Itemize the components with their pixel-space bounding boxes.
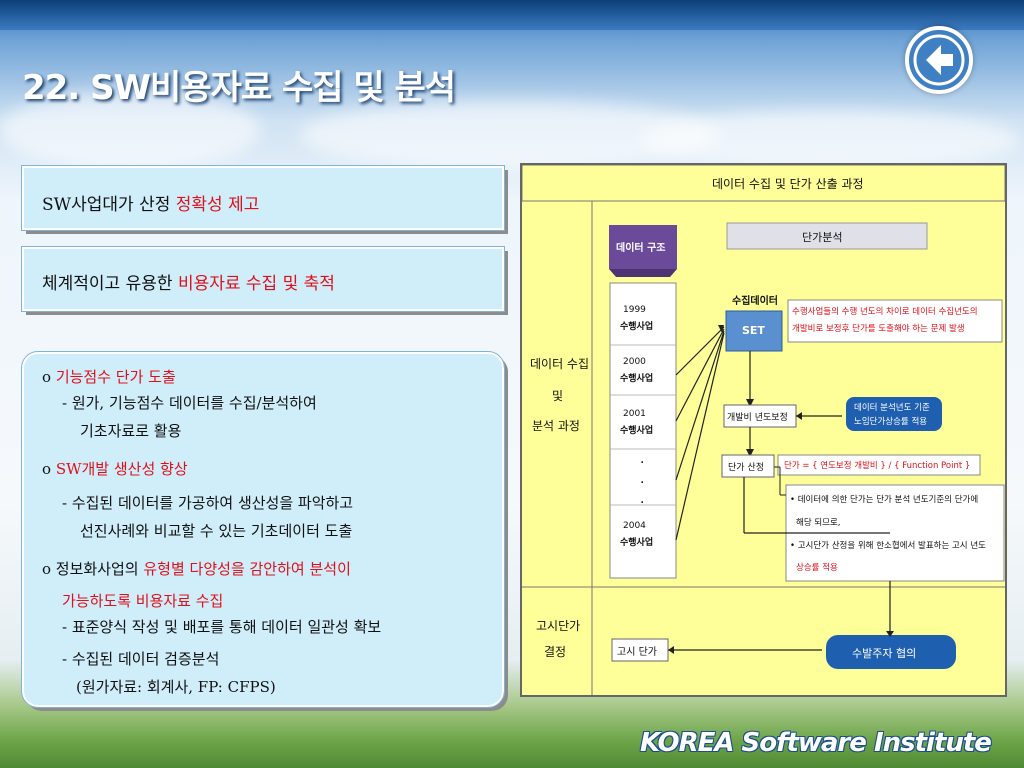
diagram-header-cell (522, 165, 1005, 202)
process-diagram: 데이터 수집 및 단가 산출 과정 데이터 수집 및 분석 과정 고시단가 결정… (520, 163, 1007, 697)
note-line: • 데이터에 의한 단가는 단가 분석 년도기준의 단가에 (790, 495, 979, 505)
bullet-detail: 선진사례와 비교할 수 있는 기초데이터 도출 (80, 522, 353, 540)
year-project-label: 수행사업 (620, 426, 654, 436)
objective-highlight: 정확성 제고 (175, 195, 260, 215)
issue-note-box (787, 299, 1003, 343)
bullet-heading: 유형별 다양성을 감안하여 분석이 (143, 560, 351, 578)
base-year-note-pill (846, 397, 942, 431)
objective-box-accuracy: SW사업대가 산정 정확성 제고 (21, 165, 505, 231)
diagram-header: 데이터 수집 및 단가 산출 과정 (712, 177, 864, 191)
top-band (0, 0, 1024, 30)
dev-cost-adjust-label: 개발비 년도보정 (727, 413, 788, 423)
row-label-line: 고시단가 (536, 619, 581, 633)
cloud-decoration (640, 110, 1020, 170)
unit-price-analysis-label: 단가분석 (802, 231, 843, 244)
row-label-line: 결정 (544, 645, 567, 659)
notice-price-label: 고시 단가 (617, 647, 657, 658)
row-label-line: 분석 과정 (532, 419, 580, 433)
consultation-pill (826, 635, 956, 669)
year-project-label: 수행사업 (620, 538, 654, 548)
bullet-detail: - 표준양식 작성 및 배포를 통해 데이터 일관성 확보 (62, 618, 382, 636)
data-structure-label: 데이터 구조 (616, 243, 666, 254)
note-line: • 고시단가 산정을 위해 한소협에서 발표하는 고시 년도 (790, 541, 986, 551)
year-column (609, 282, 677, 579)
bullet-diversity: o 정보화사업의 유형별 다양성을 감안하여 분석이 (42, 558, 351, 579)
year-project-label: 수행사업 (620, 374, 654, 384)
footer-logo: KOREA Software Institute (640, 728, 992, 758)
bullet-heading: SW개발 생산성 향상 (55, 460, 188, 478)
base-year-note-line: 데이터 분석년도 기준 (854, 403, 930, 413)
bullet-prefix: o 정보화사업의 (42, 560, 144, 578)
slide-title: 22. SW비용자료 수집 및 분석 (22, 68, 456, 108)
year-label: 2000 (623, 357, 646, 367)
bullet-heading: 기능점수 단가 도출 (55, 368, 176, 386)
unit-price-calc-box (721, 454, 775, 478)
bullet-detail: - 수집된 데이터를 가공하여 생산성을 파악하고 (62, 494, 354, 512)
objective-text: SW사업대가 산정 정확성 제고 (42, 190, 259, 215)
issue-note-line: 개발비로 보정후 단가를 도출해야 하는 문제 발생 (792, 324, 965, 334)
arrows-to-set (675, 326, 725, 541)
issue-note-line: 수행사업들의 수행 년도의 차이로 데이터 수집년도의 (792, 307, 978, 317)
year-label: 2004 (623, 521, 646, 531)
set-box (725, 310, 783, 352)
back-button[interactable] (905, 26, 973, 94)
objective-highlight: 비용자료 수집 및 축적 (177, 274, 335, 294)
ellipsis-dot: · (640, 475, 645, 491)
bullet-detail: - 수집된 데이터 검증분석 (62, 650, 220, 668)
formula-box (777, 454, 981, 476)
bullet-detail: 기초자료로 활용 (80, 422, 182, 440)
set-label: SET (742, 324, 765, 337)
cloud-decoration (0, 90, 260, 170)
bullet-detail: - 원가, 기능점수 데이터를 수집/분석하여 (62, 394, 317, 412)
objective-label: SW사업대가 산정 (42, 195, 176, 215)
year-project-label: 수행사업 (620, 322, 654, 332)
unit-price-analysis-box (726, 222, 928, 250)
bullet-heading-cont: 가능하도록 비용자료 수집 (62, 592, 224, 610)
bullet-marker: o (42, 368, 56, 386)
objective-label: 체계적이고 유용한 (42, 274, 178, 294)
ellipsis-dot: · (640, 455, 645, 471)
note-line: 상승률 적용 (796, 563, 838, 573)
note-line: 해당 되므로, (796, 518, 841, 528)
objective-text: 체계적이고 유용한 비용자료 수집 및 축적 (42, 269, 335, 294)
row-label-line: 데이터 수집 (530, 357, 590, 371)
year-label: 2001 (623, 409, 646, 419)
row-label-line: 및 (552, 389, 564, 403)
bullet-fp-unit-price: o 기능점수 단가 도출 (42, 366, 176, 387)
formula-text: 단가 = { 연도보정 개발비 } / { Function Point } (784, 461, 971, 471)
bullet-marker: o (42, 460, 56, 478)
details-box: o 기능점수 단가 도출 - 원가, 기능점수 데이터를 수집/분석하여 기초자… (21, 351, 505, 708)
base-year-note-line: 노임단가상승률 적용 (854, 417, 928, 427)
unit-price-calc-label: 단가 산정 (728, 463, 764, 473)
consultation-label: 수발주자 협의 (852, 647, 917, 660)
objective-box-collection: 체계적이고 유용한 비용자료 수집 및 축적 (21, 246, 505, 312)
arrow-left-circle-icon (913, 34, 965, 86)
bullet-detail: (원가자료: 회계사, FP: CFPS) (76, 678, 276, 696)
ellipsis-dot: · (640, 495, 645, 511)
data-structure-block (609, 225, 677, 269)
diagram-svg (522, 165, 1005, 695)
year-label: 1999 (623, 305, 646, 315)
collected-data-label: 수집데이터 (732, 296, 778, 307)
bullet-productivity: o SW개발 생산성 향상 (42, 458, 188, 479)
